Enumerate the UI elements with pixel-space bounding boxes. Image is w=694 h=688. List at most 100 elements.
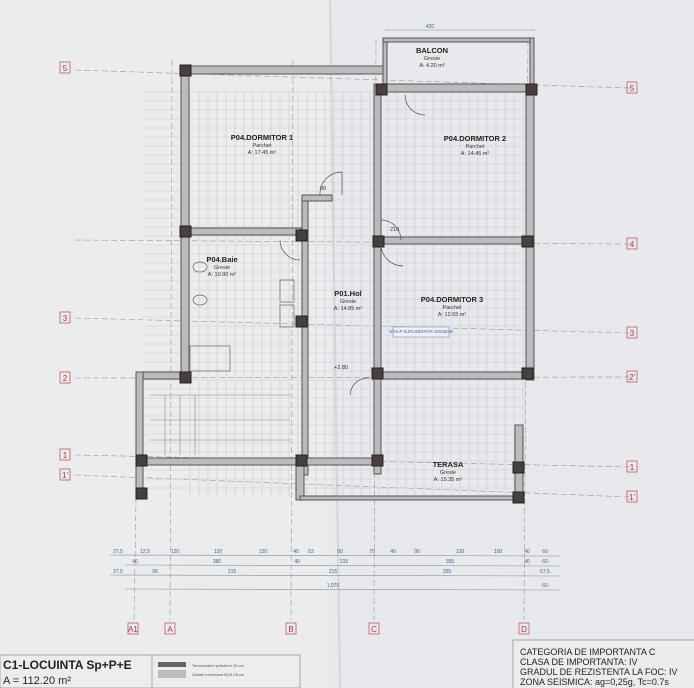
room-finish: Parchet (466, 144, 485, 150)
stalp-note: STALP SUPLIMENTAR 25X25CM (389, 329, 453, 334)
room-name: TERASA (433, 460, 464, 469)
project-area: A = 112.20 m² (3, 675, 71, 687)
door-width: 90 (320, 186, 326, 192)
axis-marker-left: 3 (63, 314, 68, 323)
axis-marker-bottom: A1 (128, 625, 138, 634)
axis-marker-right-box (626, 370, 638, 383)
axis-marker-left-box (59, 61, 71, 74)
dimension-label: 40 (294, 559, 300, 565)
axis-marker-right-box (626, 460, 638, 473)
info-line: GRADUL DE REZISTENTA LA FOC: IV (520, 667, 678, 677)
dimension-lines (109, 554, 561, 591)
dimension-label: 90 (152, 569, 158, 575)
stalp-box (392, 326, 450, 338)
dimension-label: 40 (390, 549, 396, 555)
dimension-label: 53 (308, 549, 314, 555)
axis-marker-bottom-box (285, 622, 297, 635)
room-finish: Gresie (214, 265, 230, 271)
dimension-label: 70 (369, 549, 375, 555)
room-name: BALCON (416, 46, 448, 55)
dimension-label: 40 (524, 559, 530, 565)
legend-item: Zidarie exterioara BCA 25 cm (192, 672, 245, 677)
legend-swatch-insulation (158, 662, 186, 667)
room-name: P04.DORMITOR 3 (421, 295, 483, 304)
dimension-label: 100 (494, 549, 503, 555)
room-name: P04.DORMITOR 1 (231, 133, 293, 142)
dimension-label: 40 (132, 559, 138, 565)
room-area: A: 15.35 m² (434, 477, 463, 483)
axis-marker-bottom-box (127, 622, 139, 635)
dimension-label: 67.5 (540, 569, 550, 575)
axis-marker-left-box (59, 468, 71, 481)
axis-marker-left-box (59, 448, 71, 461)
legend-swatch-wall (158, 670, 186, 678)
room-name: P04.Baie (206, 255, 237, 264)
structural-columns (135, 64, 538, 504)
dimension-label: 60 (542, 583, 548, 589)
dimension-label: 215 (228, 569, 237, 575)
dimension-label: 60 (542, 549, 548, 555)
dimension-label: 90 (337, 549, 343, 555)
title-block: C1-LOCUINTA Sp+P+E A = 112.20 m² Termosi… (0, 654, 301, 688)
room-area: A: 14.85 m² (334, 306, 363, 312)
axis-marker-right-box (626, 490, 638, 503)
room-area: A: 4.20 m² (419, 63, 445, 69)
axis-marker-right-box (626, 237, 638, 250)
info-line: ZONA SEISMICA: ag=0,25g, Tc=0.7s (520, 677, 669, 687)
axis-marker-right: 4 (630, 240, 635, 249)
room-balcon: BALCON Gresie A: 4.20 m² (416, 46, 448, 69)
room-area: A: 17.45 m² (248, 150, 277, 156)
room-area: A: 12.65 m² (438, 312, 467, 318)
dimension-label: 40 (524, 549, 530, 555)
room-finish: Gresie (340, 299, 356, 305)
dimension-label: 380 (213, 559, 222, 565)
axis-marker-right-box (626, 81, 638, 94)
room-finish: Parchet (253, 143, 272, 149)
axis-marker-right: 1 (630, 463, 635, 472)
dimension-label: 215 (340, 559, 349, 565)
room-dormitor-1: P04.DORMITOR 1 Parchet A: 17.45 m² (231, 133, 293, 156)
door-swings (279, 94, 426, 396)
project-title: C1-LOCUINTA Sp+P+E (3, 658, 132, 672)
axis-marker-left: 1' (62, 471, 68, 480)
dimension-label: 120 (214, 549, 223, 555)
room-area: A: 10.90 m² (208, 272, 237, 278)
bathroom-fixtures (189, 261, 295, 372)
axis-marker-bottom-box (368, 622, 380, 635)
dimension-label: 27.5 (113, 549, 123, 555)
level-mark: +2.80 (334, 365, 348, 371)
legend-item: Termosistem polistiren 15 cm (192, 663, 244, 668)
dimension-label: 1,070 (327, 583, 340, 589)
info-line: CLASA DE IMPORTANTA: IV (520, 657, 638, 667)
room-finish: Parchet (443, 305, 462, 311)
axis-marker-right: 3 (630, 329, 635, 338)
axis-marker-bottom: C (371, 625, 377, 634)
axis-marker-right: 2' (629, 373, 635, 382)
axis-marker-bottom-box (164, 622, 176, 635)
axis-marker-left: 1 (63, 451, 68, 460)
dimension-label: 355 (446, 559, 455, 565)
dimension-label: 27.5 (113, 569, 123, 575)
dimension-label: 120 (456, 549, 465, 555)
axis-marker-bottom-box (518, 622, 530, 635)
room-dormitor-3: P04.DORMITOR 3 Parchet A: 12.65 m² (421, 295, 483, 318)
axis-marker-bottom: A (167, 625, 173, 634)
top-dimension: 420 (426, 24, 435, 30)
info-line: CATEGORIA DE IMPORTANTA C (520, 647, 656, 657)
room-baie: P04.Baie Gresie A: 10.90 m² (206, 255, 237, 278)
axis-marker-right: 5 (630, 84, 635, 93)
room-name: P01.Hol (334, 289, 362, 298)
info-block: CATEGORIA DE IMPORTANTA C CLASA DE IMPOR… (512, 639, 694, 688)
room-name: P04.DORMITOR 2 (444, 134, 506, 143)
axis-marker-bottom: B (288, 625, 293, 634)
dimension-label: 90 (414, 549, 420, 555)
axis-marker-left-box (59, 311, 71, 324)
axis-marker-bottom: D (521, 625, 527, 634)
axis-marker-left-box (59, 371, 71, 384)
door-height: 210 (390, 227, 399, 233)
dimension-label: 12.5 (140, 549, 150, 555)
dimension-label: 60 (542, 559, 548, 565)
